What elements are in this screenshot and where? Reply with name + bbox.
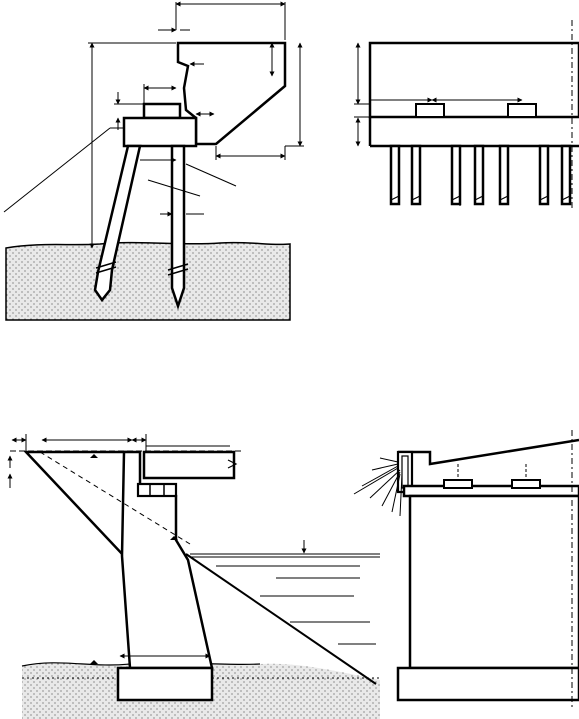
reference-line [39,451,191,545]
pile [498,144,510,206]
deck-beam [368,41,579,119]
pile [410,144,422,206]
ground-soil [5,241,291,321]
bearing-plate [507,103,537,118]
upper-front-elevation [354,20,579,210]
wing-wall [23,450,134,559]
pile-cap [122,116,198,148]
pile-break [167,263,189,276]
pile [389,144,401,206]
deck-top [398,438,579,466]
abutment-wall-front [408,494,579,670]
battered-pile [93,144,142,303]
vertical-pile [170,144,186,310]
pile [538,144,550,206]
parapet-post [401,455,409,489]
leader-line [185,163,237,187]
leader-line [147,179,201,197]
bearing-block [136,482,178,498]
deck-slab [142,450,236,480]
bearing-block [142,102,182,120]
pile-break [95,261,117,274]
footing-front [396,666,579,702]
abutment-wall [120,450,214,670]
leader-line [3,127,111,213]
pile [560,144,572,206]
pile [473,144,485,206]
upper-side-elevation [3,1,304,321]
lower-side-section [7,434,380,719]
footing [116,666,214,702]
bearing-plate [415,103,445,118]
embankment-slope [185,553,377,685]
cap-beam [402,484,579,498]
lower-front-elevation [353,430,579,710]
bearing-plate [511,479,541,489]
bearing-plate [443,479,473,489]
pile [450,144,462,206]
drain-spray [353,457,403,517]
